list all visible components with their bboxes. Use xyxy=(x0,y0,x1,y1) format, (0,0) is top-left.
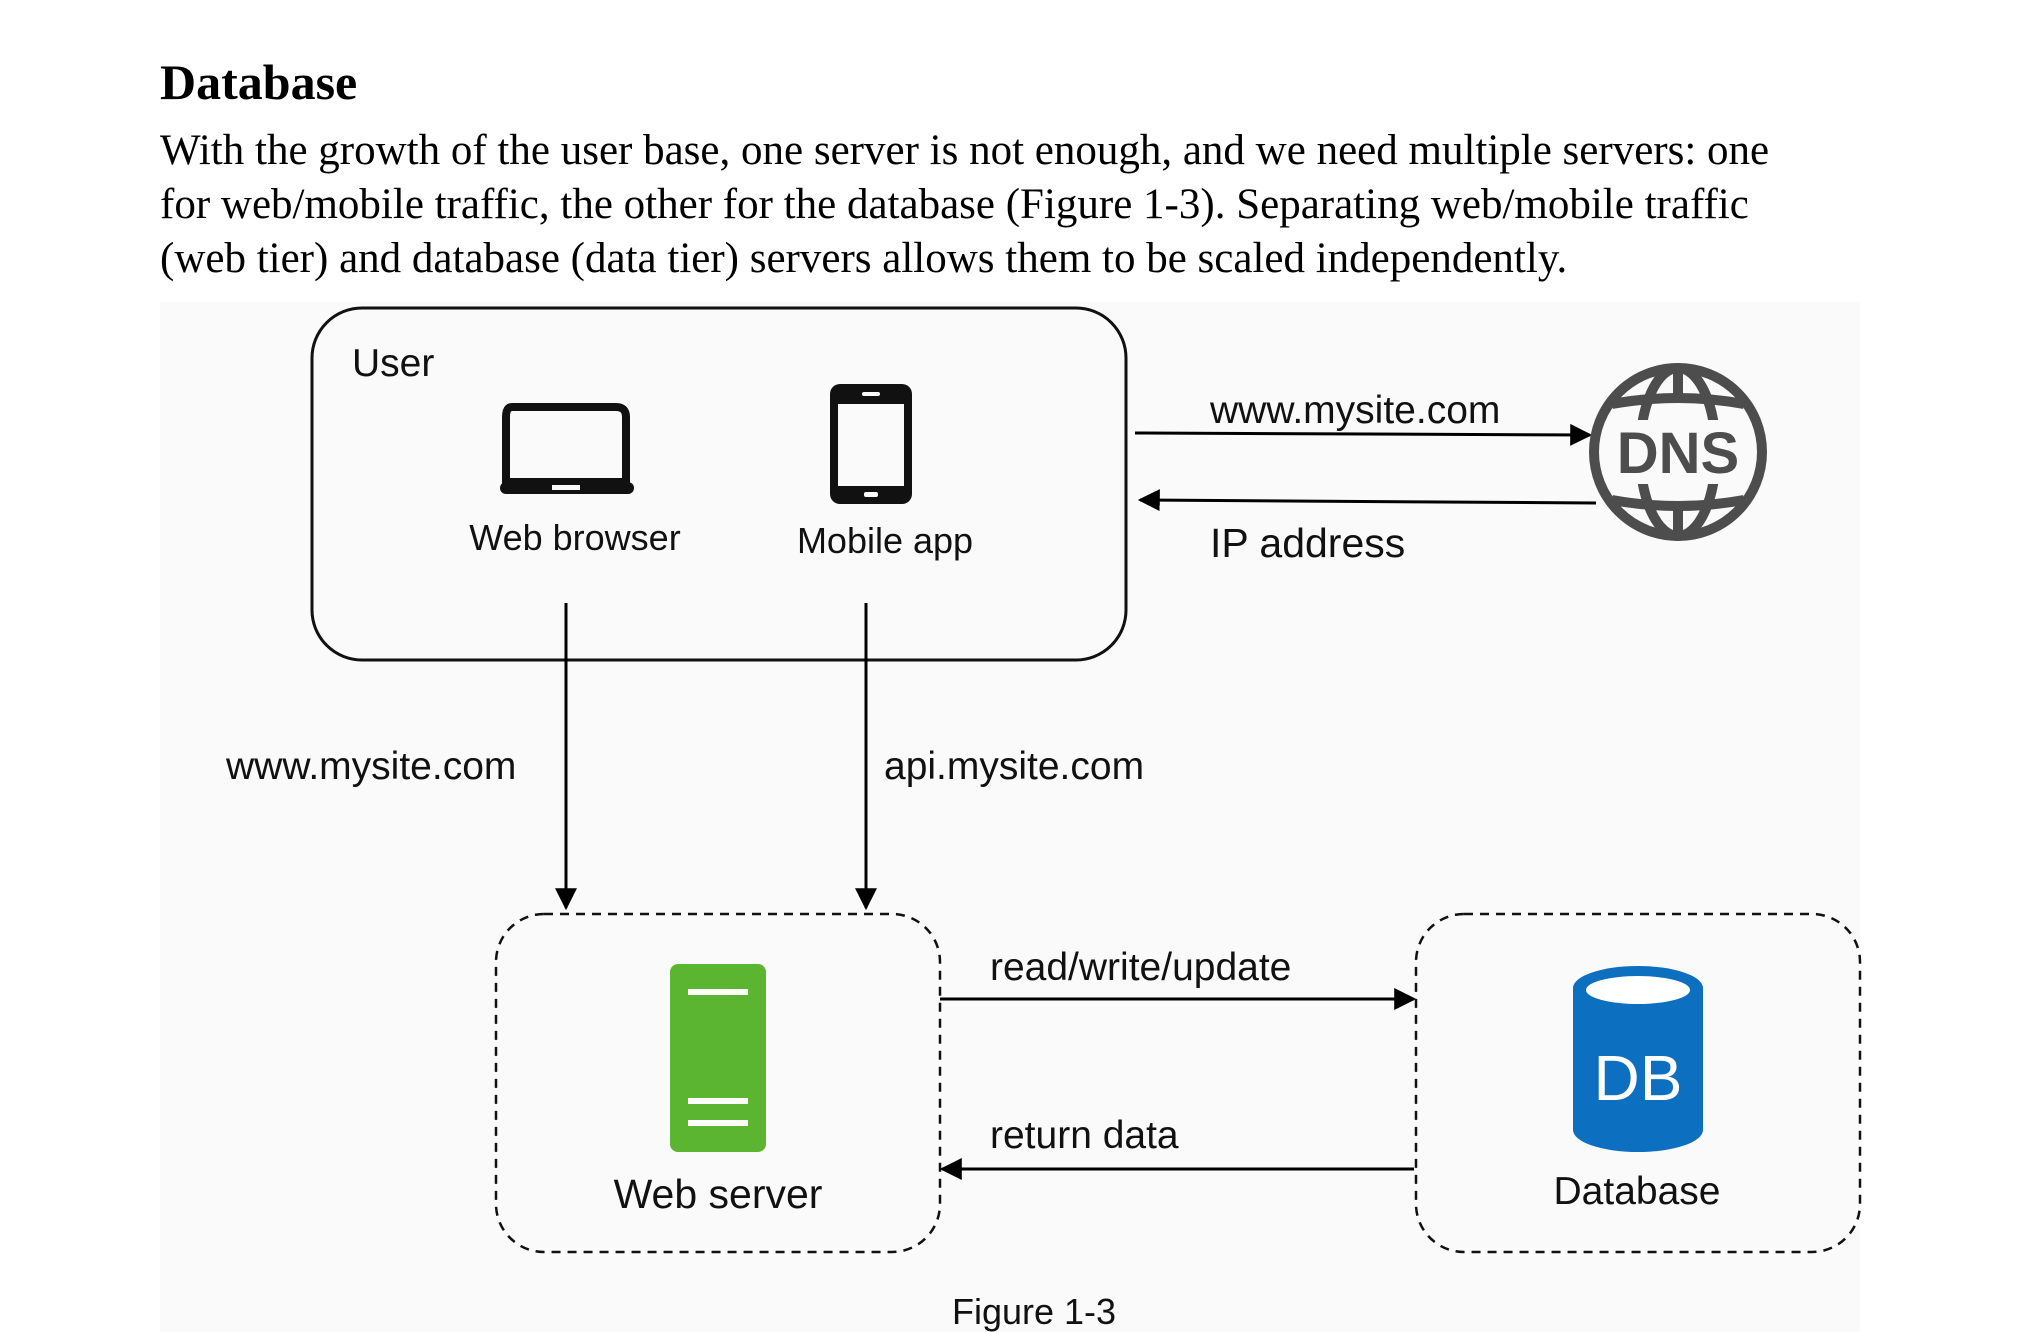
dns-icon-text: DNS xyxy=(1617,421,1739,486)
server-icon xyxy=(670,964,766,1152)
read-write-label: read/write/update xyxy=(990,946,1291,989)
database-icon xyxy=(1573,966,1703,1152)
db-icon-text: DB xyxy=(1594,1042,1683,1114)
phone-icon xyxy=(830,384,912,504)
dns-text-backdrop xyxy=(1608,420,1748,484)
laptop-icon xyxy=(500,403,634,494)
return-data-label: return data xyxy=(990,1114,1179,1157)
dns-request-label: www.mysite.com xyxy=(1209,389,1500,432)
figure-caption: Figure 1-3 xyxy=(952,1291,1116,1332)
section-paragraph: With the growth of the user base, one se… xyxy=(160,127,1770,282)
web-server-box xyxy=(494,912,942,1254)
database-box xyxy=(1414,912,1862,1254)
figure-background xyxy=(160,302,1860,1332)
section-heading: Database xyxy=(160,54,358,110)
api-traffic-label: api.mysite.com xyxy=(884,745,1144,788)
web-browser-label: Web browser xyxy=(469,517,680,558)
user-group-box xyxy=(310,306,1128,662)
user-group-label: User xyxy=(352,342,434,385)
web-server-label: Web server xyxy=(614,1171,823,1217)
dns-globe-icon xyxy=(1589,363,1767,541)
mobile-app-label: Mobile app xyxy=(797,520,973,561)
web-traffic-label: www.mysite.com xyxy=(225,745,516,788)
dns-request-arrow xyxy=(1134,423,1593,446)
dns-response-arrow xyxy=(1137,489,1597,512)
dns-response-label: IP address xyxy=(1210,520,1405,566)
database-label: Database xyxy=(1554,1170,1721,1213)
